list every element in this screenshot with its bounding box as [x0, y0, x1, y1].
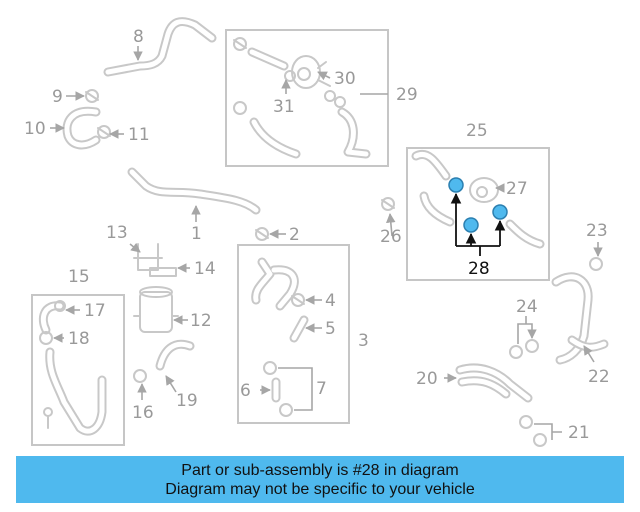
part-pipe-22 — [551, 272, 609, 365]
part-bolt-15 — [43, 407, 53, 429]
part-hose-20 — [455, 363, 533, 403]
part-number-labels: 1 2 3 4 5 6 7 8 9 10 11 12 13 14 15 16 1… — [24, 27, 610, 443]
label-10: 10 — [24, 119, 46, 139]
part-valve-30 — [291, 55, 331, 89]
part-hose-19 — [155, 339, 195, 371]
group-box-3 — [237, 244, 350, 424]
label-1: 1 — [191, 224, 202, 244]
part-clamp-2 — [255, 227, 269, 241]
part-clamp-31 — [233, 70, 346, 115]
label-18: 18 — [68, 329, 90, 349]
label-8: 8 — [133, 27, 144, 47]
label-24: 24 — [516, 297, 538, 317]
part-bracket-14 — [149, 267, 177, 277]
banner-line-2: Diagram may not be specific to your vehi… — [165, 480, 475, 498]
banner-line-1: Part or sub-assembly is #28 in diagram — [181, 461, 459, 479]
group-box-25 — [406, 147, 550, 281]
label-22: 22 — [588, 367, 610, 387]
label-19: 19 — [176, 391, 198, 411]
label-3: 3 — [358, 331, 369, 351]
label-25: 25 — [466, 121, 488, 141]
part-clamp-26 — [381, 197, 395, 211]
part-connector-5 — [289, 315, 309, 343]
label-15: 15 — [68, 267, 90, 287]
label-23: 23 — [586, 221, 608, 241]
label-26: 26 — [380, 227, 402, 247]
label-2: 2 — [289, 225, 300, 245]
part-hose-3 — [251, 257, 299, 311]
label-9: 9 — [52, 87, 63, 107]
part-hose-25 — [411, 150, 545, 249]
label-16: 16 — [132, 403, 154, 423]
part-clamp-4 — [291, 293, 305, 307]
label-31: 31 — [273, 97, 295, 117]
info-banner: Part or sub-assembly is #28 in diagram D… — [16, 456, 624, 503]
label-29: 29 — [396, 85, 418, 105]
label-11: 11 — [128, 125, 150, 145]
label-5: 5 — [325, 319, 336, 339]
part-valve-27 — [469, 177, 499, 203]
part-clamp-28-highlighted — [448, 177, 508, 233]
part-clamp-11 — [97, 125, 111, 139]
part-hose-8 — [103, 17, 217, 77]
part-hose-1 — [127, 167, 261, 215]
group-box-15 — [31, 294, 125, 446]
label-4: 4 — [325, 291, 336, 311]
part-clamp-23 — [589, 257, 603, 271]
parts-diagram: 1 2 3 4 5 6 7 8 9 10 11 12 13 14 15 16 1… — [24, 17, 610, 447]
part-clamp-29a — [233, 37, 247, 51]
group-box-29 — [225, 29, 389, 167]
label-7: 7 — [316, 379, 327, 399]
part-hose-29 — [247, 47, 371, 159]
part-clamp-16 — [133, 369, 147, 383]
label-14: 14 — [194, 259, 216, 279]
label-20: 20 — [416, 369, 438, 389]
label-30: 30 — [334, 69, 356, 89]
label-28: 28 — [468, 259, 490, 279]
label-27: 27 — [506, 179, 528, 199]
part-clamp-21 — [519, 415, 547, 447]
part-clamp-17 — [54, 300, 66, 312]
part-hose-15 — [38, 301, 107, 436]
label-13: 13 — [106, 223, 128, 243]
part-clamp-7 — [263, 361, 293, 417]
part-pump-12 — [133, 286, 179, 333]
part-bracket-13 — [133, 243, 163, 271]
leader-28-highlighted — [450, 192, 506, 256]
part-clamp-24 — [509, 339, 539, 359]
part-hose-10 — [62, 106, 101, 150]
leader-lines — [50, 46, 603, 440]
part-clamp-9 — [85, 89, 99, 103]
part-clamp-18 — [39, 331, 53, 345]
label-6: 6 — [240, 381, 251, 401]
label-21: 21 — [568, 423, 590, 443]
label-17: 17 — [84, 301, 106, 321]
label-12: 12 — [190, 311, 212, 331]
